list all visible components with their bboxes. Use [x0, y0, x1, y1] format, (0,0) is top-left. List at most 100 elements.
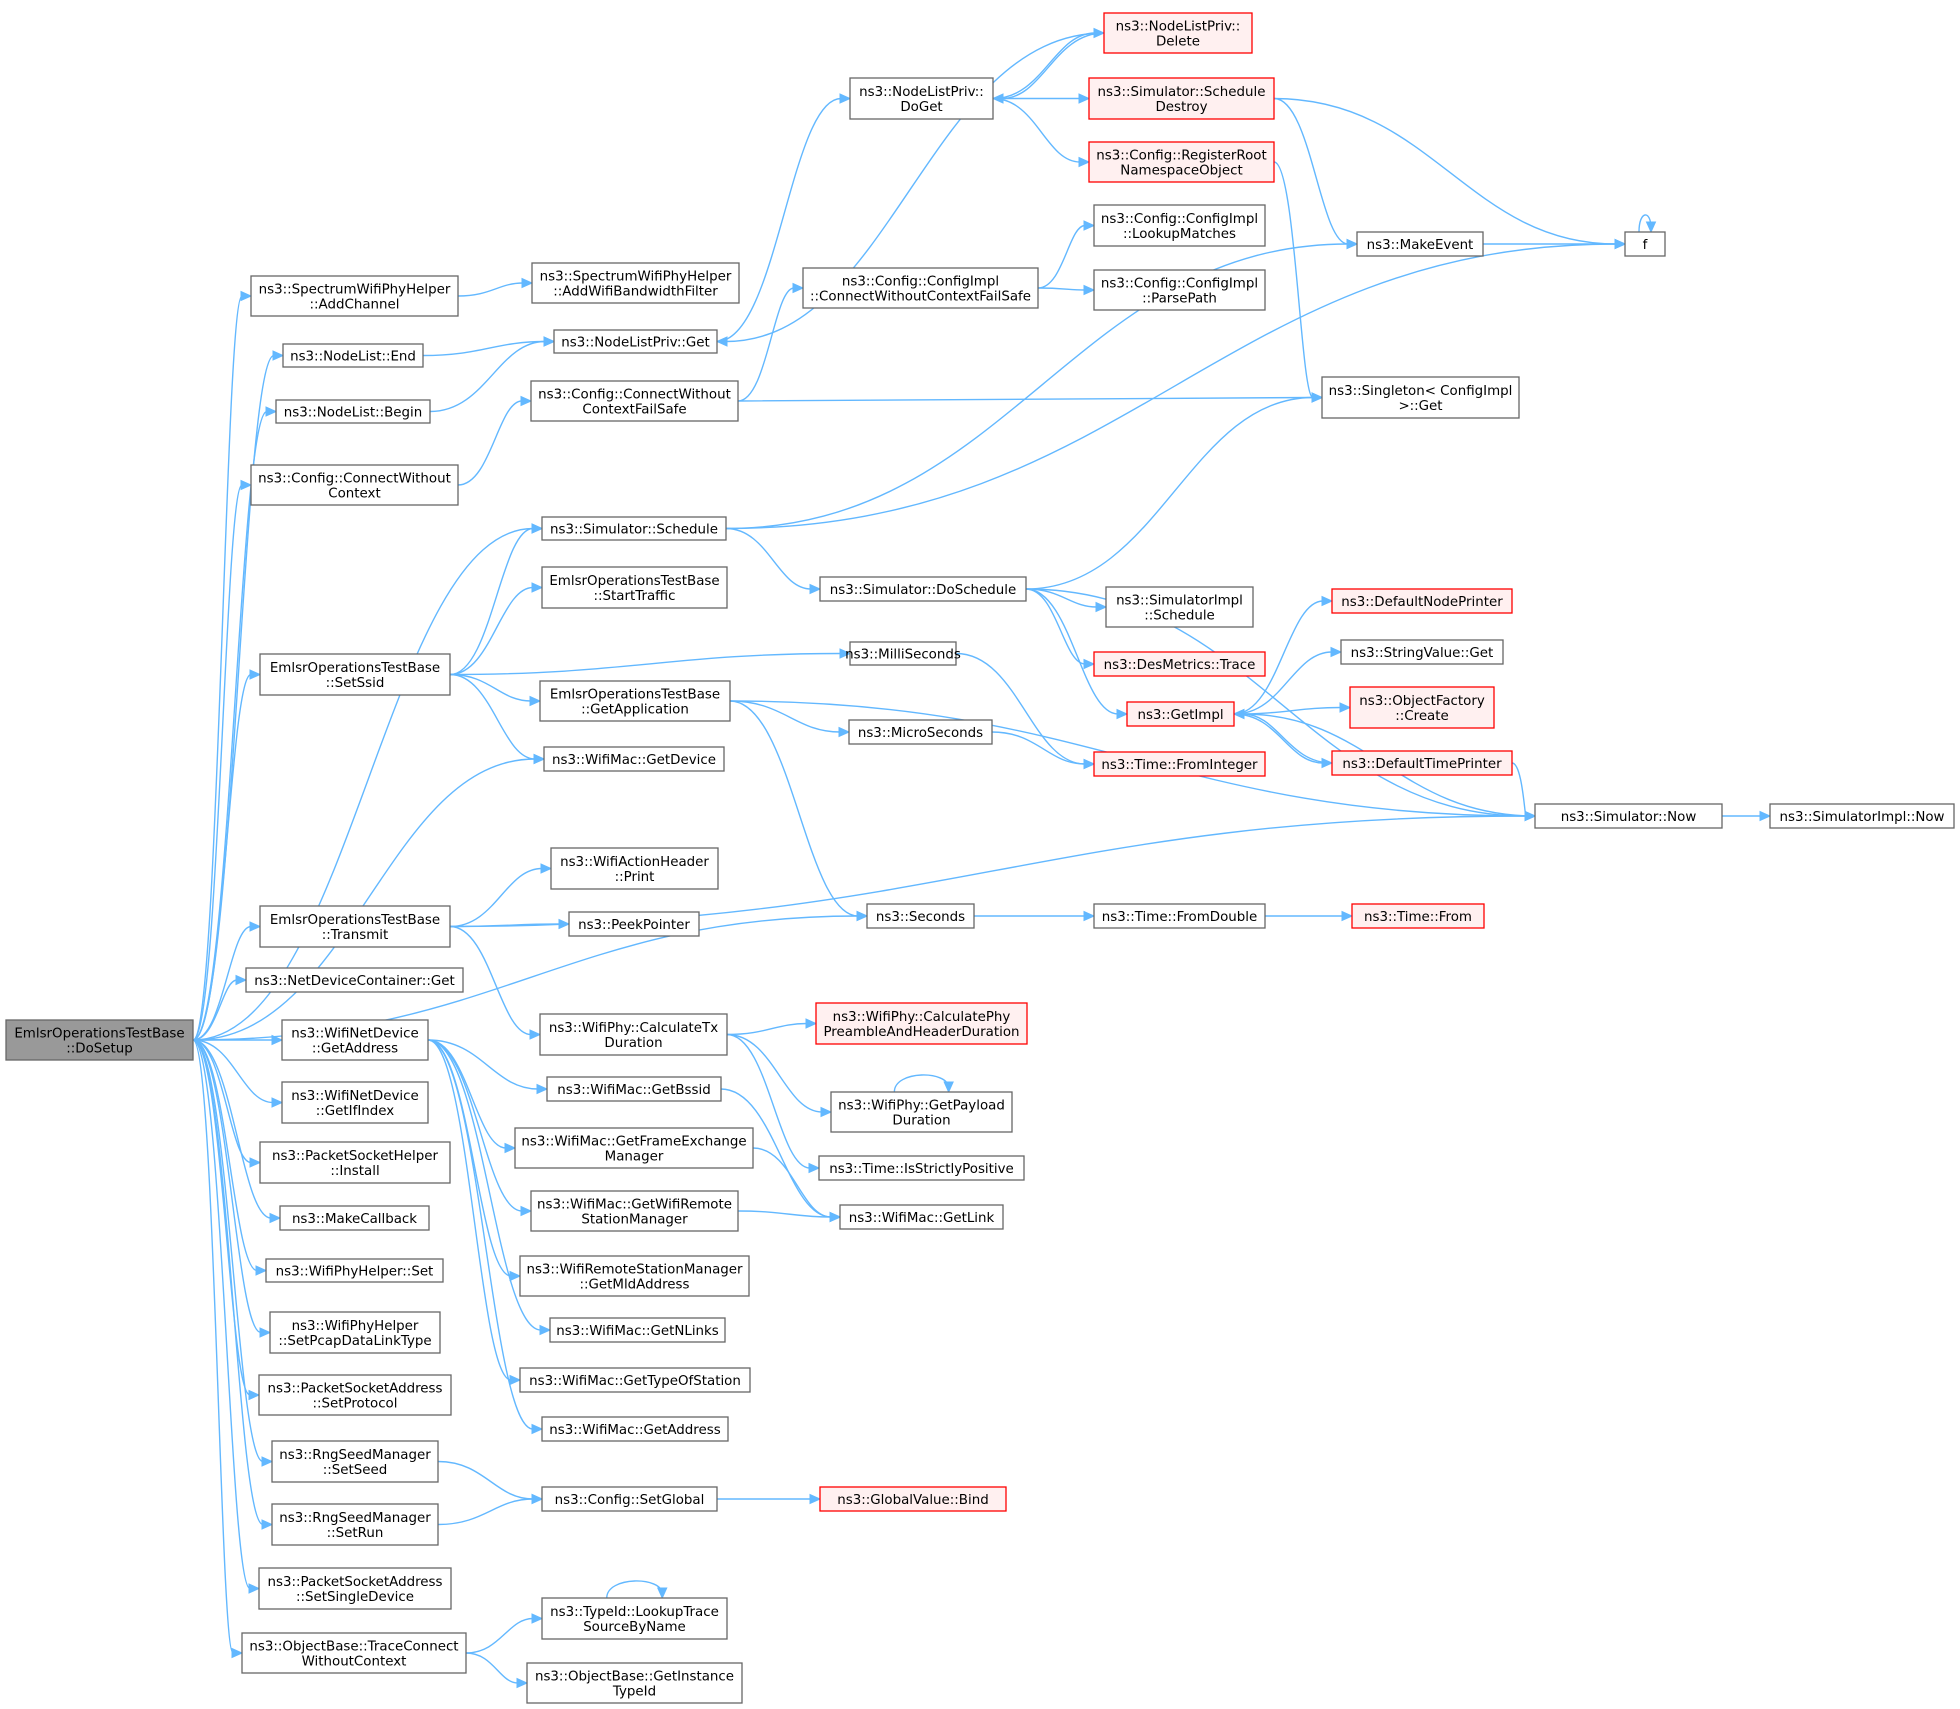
node-simNow[interactable]: ns3::Simulator::Now	[1534, 803, 1723, 829]
node-actionPrint[interactable]: ns3::WifiActionHeader::Print	[550, 847, 719, 890]
node-defTimePrinter[interactable]: ns3::DefaultTimePrinter	[1331, 750, 1513, 776]
node-macGetAddress[interactable]: ns3::WifiMac::GetAddress	[541, 1416, 729, 1442]
node-isStrictlyPos[interactable]: ns3::Time::IsStrictlyPositive	[818, 1155, 1025, 1181]
node-simSchedule[interactable]: ns3::Simulator::Schedule	[541, 516, 727, 541]
node-seconds[interactable]: ns3::Seconds	[866, 903, 975, 929]
edge-microSeconds-to-timeFromInteger	[991, 731, 1096, 770]
node-wndGetIfIndex[interactable]: ns3::WifiNetDevice::GetIfIndex	[281, 1081, 429, 1124]
node-objFactCreate[interactable]: ns3::ObjectFactory::Create	[1349, 686, 1495, 729]
node-traceConnectWC[interactable]: ns3::ObjectBase::TraceConnectWithoutCont…	[241, 1632, 467, 1674]
node-wndGetAddress[interactable]: ns3::WifiNetDevice::GetAddress	[281, 1019, 429, 1061]
node-desTrace[interactable]: ns3::DesMetrics::Trace	[1093, 651, 1266, 677]
node-setPcap[interactable]: ns3::WifiPhyHelper::SetPcapDataLinkType	[269, 1311, 441, 1354]
node-root[interactable]: EmlsrOperationsTestBase::DoSetup	[5, 1019, 194, 1061]
edge-root-to-wifiMacGetDevice-line	[192, 758, 536, 1041]
edge-calcTxDur-to-calcPhyPreamble	[726, 1018, 818, 1036]
node-label: ::GetMldAddress	[580, 1278, 690, 1293]
node-transmit[interactable]: EmlsrOperationsTestBase::Transmit	[259, 905, 451, 948]
edge-root-to-nlBegin-line	[192, 410, 268, 1041]
node-cfgConnectWithoutFS[interactable]: ns3::Config::ConnectWithoutContextFailSa…	[530, 380, 739, 422]
node-nlBegin[interactable]: ns3::NodeList::Begin	[275, 399, 431, 424]
node-ndcGet[interactable]: ns3::NetDeviceContainer::Get	[245, 967, 464, 993]
node-simImplNow[interactable]: ns3::SimulatorImpl::Now	[1769, 803, 1955, 829]
node-getTypeOfStation[interactable]: ns3::WifiMac::GetTypeOfStation	[519, 1367, 751, 1393]
node-startTraffic[interactable]: EmlsrOperationsTestBase::StartTraffic	[541, 566, 728, 609]
edge-f-to-f-arrowhead	[1645, 221, 1657, 234]
node-simDoSchedule[interactable]: ns3::Simulator::DoSchedule	[819, 576, 1027, 602]
node-calcPhyPreamble[interactable]: ns3::WifiPhy::CalculatePhyPreambleAndHea…	[815, 1002, 1028, 1045]
node-implConnectFS[interactable]: ns3::Config::ConfigImpl::ConnectWithoutC…	[802, 267, 1039, 309]
edge-timeFromDouble-to-timeFrom	[1264, 910, 1354, 922]
node-strValGet[interactable]: ns3::StringValue::Get	[1340, 639, 1504, 665]
node-nlpDoGet[interactable]: ns3::NodeListPriv::DoGet	[849, 77, 994, 120]
node-getLink[interactable]: ns3::WifiMac::GetLink	[839, 1204, 1004, 1230]
edge-traceConnectWC-to-getInstanceTypeId-line	[465, 1652, 519, 1684]
node-box	[830, 1091, 1013, 1133]
edge-root-to-setSsid-arrowhead	[249, 669, 262, 680]
node-defNodePrinter[interactable]: ns3::DefaultNodePrinter	[1331, 588, 1513, 614]
node-makeCallback[interactable]: ns3::MakeCallback	[279, 1205, 430, 1231]
node-cfgConnectWithout[interactable]: ns3::Config::ConnectWithoutContext	[250, 464, 459, 506]
node-getBssid[interactable]: ns3::WifiMac::GetBssid	[546, 1076, 722, 1102]
node-box	[818, 1155, 1025, 1181]
node-lookupMatches[interactable]: ns3::Config::ConfigImpl::LookupMatches	[1093, 204, 1266, 247]
node-timeFromInteger[interactable]: ns3::Time::FromInteger	[1093, 751, 1266, 777]
node-addBwFilter[interactable]: ns3::SpectrumWifiPhyHelper::AddWifiBandw…	[531, 262, 740, 304]
node-label: ns3::WifiActionHeader	[560, 855, 709, 870]
node-timeFrom[interactable]: ns3::Time::From	[1351, 903, 1485, 929]
node-psHelperInstall[interactable]: ns3::PacketSocketHelper::Install	[259, 1141, 451, 1184]
node-psaSetProtocol[interactable]: ns3::PacketSocketAddress::SetProtocol	[258, 1374, 452, 1416]
node-label: ns3::WifiPhyHelper	[292, 1319, 419, 1334]
node-gvBind[interactable]: ns3::GlobalValue::Bind	[819, 1486, 1007, 1512]
node-box	[1624, 231, 1666, 257]
node-simImplSchedule[interactable]: ns3::SimulatorImpl::Schedule	[1105, 586, 1254, 628]
edge-wndGetAddress-to-getMldAddress-arrowhead	[509, 1270, 522, 1282]
node-box	[1105, 586, 1254, 628]
node-getWrsm[interactable]: ns3::WifiMac::GetWifiRemoteStationManage…	[530, 1190, 739, 1232]
node-getNLinks[interactable]: ns3::WifiMac::GetNLinks	[549, 1317, 726, 1343]
edge-root-to-ndcGet-arrowhead	[235, 974, 248, 986]
edge-root-to-ndcGet-line	[192, 979, 238, 1041]
edge-root-to-makeCallback-arrowhead	[269, 1212, 282, 1224]
node-milliSeconds[interactable]: ns3::MilliSeconds	[845, 641, 961, 666]
edge-root-to-rngSetSeed-line	[192, 1039, 264, 1463]
edge-getImpl-to-objFactCreate-arrowhead	[1339, 702, 1352, 713]
node-nlEnd[interactable]: ns3::NodeList::End	[282, 343, 424, 368]
node-parsePath[interactable]: ns3::Config::ConfigImpl::ParsePath	[1093, 269, 1266, 311]
node-getApplication[interactable]: EmlsrOperationsTestBase::GetApplication	[539, 680, 731, 722]
node-rngSetRun[interactable]: ns3::RngSeedManager::SetRun	[271, 1503, 439, 1546]
node-box	[282, 343, 424, 368]
edge-getApplication-to-seconds	[729, 700, 869, 922]
node-addChannel[interactable]: ns3::SpectrumWifiPhyHelper::AddChannel	[250, 275, 459, 317]
node-box	[281, 1081, 429, 1124]
node-getImpl[interactable]: ns3::GetImpl	[1126, 701, 1235, 727]
node-nlpGet[interactable]: ns3::NodeListPriv::Get	[553, 329, 718, 354]
node-singletonGet[interactable]: ns3::Singleton< ConfigImpl>::Get	[1321, 376, 1520, 419]
node-rngSetSeed[interactable]: ns3::RngSeedManager::SetSeed	[271, 1440, 439, 1483]
node-nlpDelete[interactable]: ns3::NodeListPriv::Delete	[1103, 12, 1253, 54]
node-setGlobal[interactable]: ns3::Config::SetGlobal	[541, 1486, 718, 1512]
node-wifiMacGetDevice[interactable]: ns3::WifiMac::GetDevice	[543, 746, 725, 772]
edge-simSchedule-to-f-line	[725, 243, 1617, 530]
node-phyHelperSet[interactable]: ns3::WifiPhyHelper::Set	[265, 1258, 444, 1283]
node-setSsid[interactable]: EmlsrOperationsTestBase::SetSsid	[259, 653, 451, 696]
edge-simSchedule-to-f	[725, 238, 1627, 530]
node-psaSetSingleDevice[interactable]: ns3::PacketSocketAddress::SetSingleDevic…	[258, 1567, 452, 1610]
node-peekPointer[interactable]: ns3::PeekPointer	[568, 911, 700, 937]
node-makeEvent[interactable]: ns3::MakeEvent	[1356, 231, 1484, 257]
node-f[interactable]: f	[1624, 231, 1666, 257]
edge-cfgConnectWithoutFS-to-implConnectFS	[737, 282, 805, 402]
node-timeFromDouble[interactable]: ns3::Time::FromDouble	[1093, 903, 1266, 929]
edge-schedDestroy-to-makeEvent	[1273, 97, 1359, 250]
edge-nlpDelete-to-nlpGet-arrowhead	[715, 336, 728, 347]
node-microSeconds[interactable]: ns3::MicroSeconds	[848, 719, 993, 745]
edge-nlEnd-to-nlpGet-line	[422, 340, 546, 357]
node-getMldAddress[interactable]: ns3::WifiRemoteStationManager::GetMldAdd…	[519, 1255, 750, 1297]
